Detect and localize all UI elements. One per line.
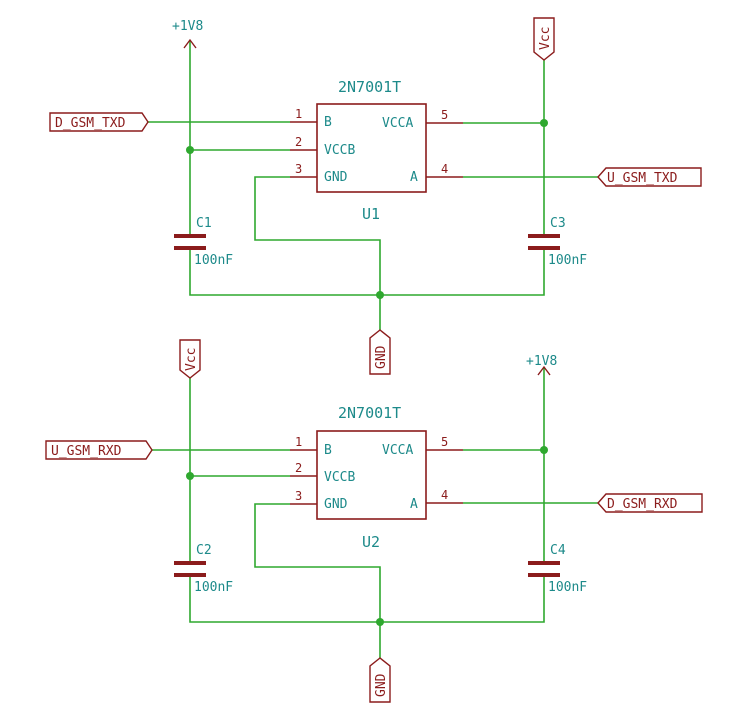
- capacitor-value: 100nF: [548, 253, 587, 268]
- ground-flag: GND: [369, 657, 391, 703]
- pin-number: 3: [295, 489, 302, 503]
- pin-name: VCCA: [382, 443, 413, 458]
- flag-label: Vcc: [538, 27, 553, 50]
- capacitor-c2: C2 100nF: [174, 543, 233, 595]
- power-symbol-1v8: +1V8: [172, 19, 203, 49]
- part-name: 2N7001T: [338, 78, 401, 96]
- flag-shape: [49, 112, 149, 132]
- flag-shape: [179, 339, 201, 379]
- pin-number: 4: [441, 162, 448, 176]
- ic-body-u2: [316, 430, 427, 520]
- pin-number: 5: [441, 108, 448, 122]
- capacitor-value: 100nF: [548, 580, 587, 595]
- ref-designator: U2: [362, 533, 380, 551]
- flag-shape: [597, 167, 702, 187]
- junction-dot: [540, 119, 548, 127]
- pin-name: GND: [324, 170, 348, 185]
- pin-name: A: [410, 170, 418, 185]
- pin-name: VCCB: [324, 143, 355, 158]
- ic-body-u1: [316, 103, 427, 193]
- capacitor-c3: C3 100nF: [528, 216, 587, 268]
- junction-dot: [376, 618, 384, 626]
- flag-label: U_GSM_TXD: [607, 171, 678, 186]
- wire: [254, 176, 381, 330]
- circuit-u1: 2N7001T U1 1 B 2 VCCB 3 GND 5 VCCA 4 A C…: [49, 17, 702, 375]
- net-label-d-gsm-txd: D_GSM_TXD: [49, 112, 149, 132]
- part-name: 2N7001T: [338, 404, 401, 422]
- capacitor-value: 100nF: [194, 580, 233, 595]
- pin-name: VCCA: [382, 116, 413, 131]
- flag-shape: [369, 329, 391, 375]
- flag-label: Vcc: [184, 348, 199, 371]
- ref-designator: U1: [362, 205, 380, 223]
- power-label: +1V8: [526, 354, 557, 369]
- capacitor-c1: C1 100nF: [174, 216, 233, 268]
- pin-name: GND: [324, 497, 348, 512]
- pin-number: 2: [295, 135, 302, 149]
- pin-name: B: [324, 115, 332, 130]
- flag-shape: [597, 493, 703, 513]
- circuit-u2: 2N7001T U2 1 B 2 VCCB 3 GND 5 VCCA 4 A C…: [45, 339, 703, 703]
- net-label-u-gsm-txd: U_GSM_TXD: [597, 167, 702, 187]
- junction-dot: [186, 472, 194, 480]
- ground-flag: GND: [369, 329, 391, 375]
- junction-dot: [186, 146, 194, 154]
- capacitor-ref: C2: [196, 543, 212, 558]
- capacitor-c4: C4 100nF: [528, 543, 587, 595]
- capacitor-ref: C3: [550, 216, 566, 231]
- junction-dot: [540, 446, 548, 454]
- pin-number: 3: [295, 162, 302, 176]
- capacitor-value: 100nF: [194, 253, 233, 268]
- power-label: +1V8: [172, 19, 203, 34]
- flag-shape: [369, 657, 391, 703]
- wire: [189, 575, 545, 623]
- wire: [189, 248, 545, 296]
- net-label-u-gsm-rxd: U_GSM_RXD: [45, 440, 153, 460]
- flag-shape: [45, 440, 153, 460]
- flag-label: D_GSM_TXD: [55, 116, 126, 131]
- pin-number: 1: [295, 435, 302, 449]
- flag-label: U_GSM_RXD: [51, 444, 122, 459]
- wire: [254, 503, 381, 658]
- pin-number: 4: [441, 488, 448, 502]
- power-flag-vcc: Vcc: [179, 339, 201, 379]
- flag-label: GND: [374, 345, 389, 369]
- flag-label: D_GSM_RXD: [607, 497, 678, 512]
- flag-label: GND: [374, 673, 389, 697]
- capacitor-ref: C1: [196, 216, 212, 231]
- net-label-d-gsm-rxd: D_GSM_RXD: [597, 493, 703, 513]
- flag-shape: [533, 17, 555, 61]
- power-arrow: [537, 365, 551, 376]
- power-flag-vcc: Vcc: [533, 17, 555, 61]
- pin-number: 2: [295, 461, 302, 475]
- capacitor-ref: C4: [550, 543, 566, 558]
- pin-number: 5: [441, 435, 448, 449]
- pin-number: 1: [295, 107, 302, 121]
- pin-name: VCCB: [324, 470, 355, 485]
- pin-name: A: [410, 497, 418, 512]
- junction-dot: [376, 291, 384, 299]
- power-arrow: [183, 38, 197, 49]
- power-symbol-1v8: +1V8: [526, 354, 557, 376]
- pin-name: B: [324, 443, 332, 458]
